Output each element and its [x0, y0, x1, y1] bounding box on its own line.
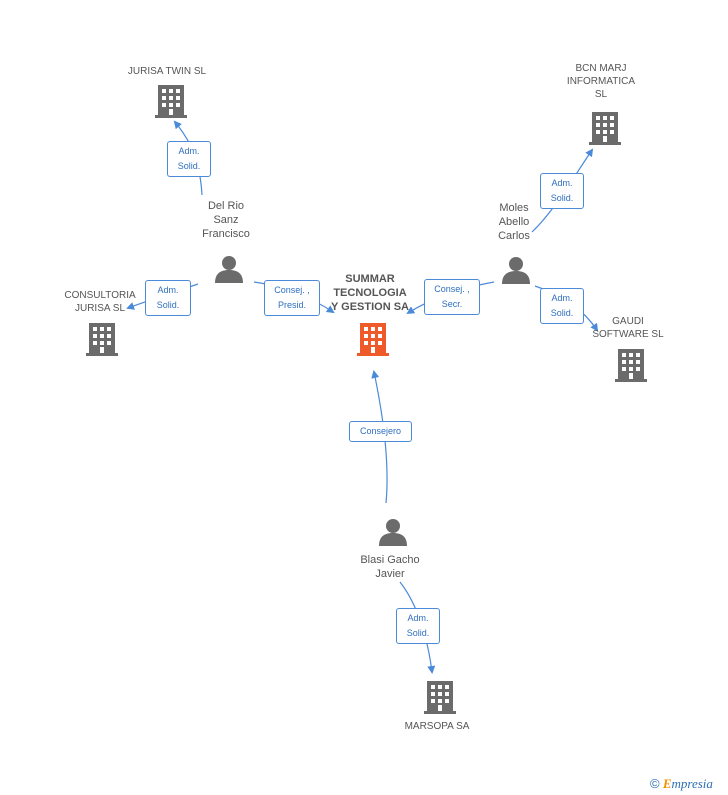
person-icon[interactable] [215, 256, 243, 283]
edge-label-delrio-main[interactable]: Consej. , Presid. [264, 280, 320, 316]
node-label-blasi[interactable]: Blasi Gacho Javier [360, 554, 420, 580]
node-label-marsopa[interactable]: MARSOPA SA [404, 721, 470, 732]
node-label-moles[interactable]: Moles Abello Carlos [498, 202, 530, 242]
edge-label-moles-gaudi[interactable]: Adm. Solid. [540, 288, 584, 324]
brand-name: mpresia [671, 776, 713, 791]
company-building-icon[interactable] [155, 85, 187, 118]
person-icon[interactable] [502, 257, 530, 284]
edge-label-blasi-main[interactable]: Consejero [349, 421, 412, 442]
copyright-symbol: © [650, 776, 660, 791]
company-building-icon[interactable] [424, 681, 456, 714]
edge-label-moles-main[interactable]: Consej. , Secr. [424, 279, 480, 315]
node-label-jurisa-twin[interactable]: JURISA TWIN SL [127, 66, 207, 77]
brand-initial: E [662, 776, 672, 791]
node-label-gaudi[interactable]: GAUDI SOFTWARE SL [592, 316, 664, 340]
edge-label-delrio-consultoria[interactable]: Adm. Solid. [145, 280, 191, 316]
node-label-main-company[interactable]: SUMMAR TECNOLOGIA Y GESTION SA [330, 273, 410, 313]
company-building-icon[interactable] [86, 323, 118, 356]
empresia-logo[interactable]: © Empresia [650, 776, 713, 792]
edge-label-delrio-jurisatwin[interactable]: Adm. Solid. [167, 141, 211, 177]
company-building-icon[interactable] [615, 349, 647, 382]
person-icon[interactable] [379, 519, 407, 546]
node-label-consultoria[interactable]: CONSULTORIA JURISA SL [64, 290, 136, 314]
company-building-icon[interactable] [589, 112, 621, 145]
edge-label-moles-bcn[interactable]: Adm. Solid. [540, 173, 584, 209]
node-label-del-rio[interactable]: Del Rio Sanz Francisco [202, 200, 250, 240]
edge-label-blasi-marsopa[interactable]: Adm. Solid. [396, 608, 440, 644]
main-company-building-icon[interactable] [357, 323, 389, 356]
node-label-bcn-marj[interactable]: BCN MARJ INFORMATICA SL [566, 63, 636, 100]
